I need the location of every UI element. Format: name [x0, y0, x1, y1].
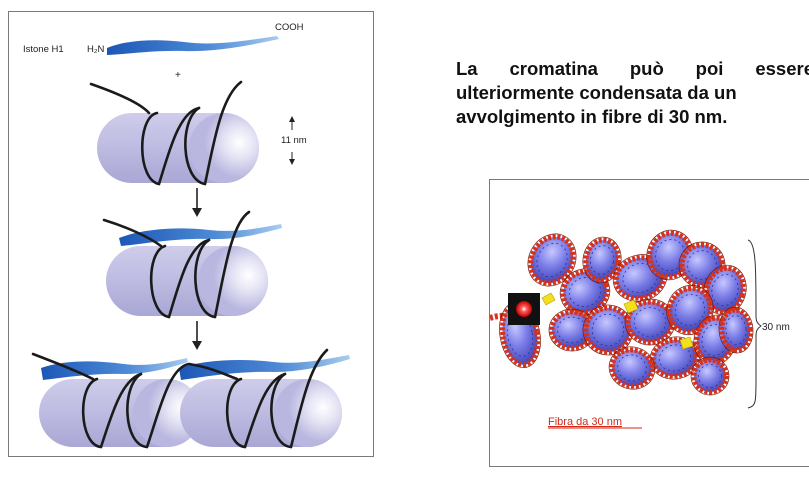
pointer-marker-dot [516, 301, 532, 317]
fiber-nucleosome [718, 306, 754, 354]
dimension-11nm-label: 11 nm [281, 135, 307, 146]
arrow-down-2 [192, 321, 202, 350]
slide-text-line-3: avvolgimento in fibre di 30 nm. [456, 106, 728, 127]
dimension-30nm-label: 30 nm [762, 322, 790, 333]
fiber-nucleosome [690, 356, 730, 396]
nucleosome-diagram-panel: Istone H1 H₂N COOH + 11 nm [8, 11, 374, 457]
nucleosome-fiber [499, 229, 754, 396]
dimension-11nm [289, 116, 295, 165]
fiber-30nm-diagram: 30 nm Fibra da 30 nm [490, 229, 790, 429]
nucleosome-1 [89, 80, 259, 186]
fiber-nucleosome [527, 233, 577, 287]
charge-sign: + [175, 70, 181, 81]
fiber-nucleosome [624, 298, 676, 346]
nucleosome-3b [179, 355, 350, 447]
c-terminus-label: COOH [275, 22, 304, 33]
fiber-nucleosome [582, 304, 634, 356]
dimension-bracket [747, 239, 762, 409]
histone-h1-label: Istone H1 [23, 44, 64, 55]
fiber-30nm-panel: 30 nm Fibra da 30 nm [489, 179, 809, 467]
nucleosome-diagram: Istone H1 H₂N COOH + 11 nm [23, 22, 350, 449]
slide-text-line-2: ulteriormente condensata da un [456, 82, 737, 103]
dna-strand-3 [31, 348, 329, 449]
histone-h1-tail [107, 36, 279, 55]
nucleosome-3a [39, 358, 201, 447]
fiber-caption: Fibra da 30 nm [548, 416, 622, 428]
nucleosome-2 [102, 210, 282, 319]
fiber-nucleosome [703, 264, 747, 316]
slide-text-line-1: La cromatina può poi essere [456, 58, 809, 79]
arrow-down-1 [192, 188, 202, 217]
n-terminus-label: H₂N [87, 44, 105, 55]
fiber-nucleosome [608, 346, 656, 390]
fiber-nucleosome [582, 236, 622, 284]
slide-text: La cromatina può poi essere ulteriorment… [456, 57, 809, 129]
h1-linkers [541, 292, 694, 350]
